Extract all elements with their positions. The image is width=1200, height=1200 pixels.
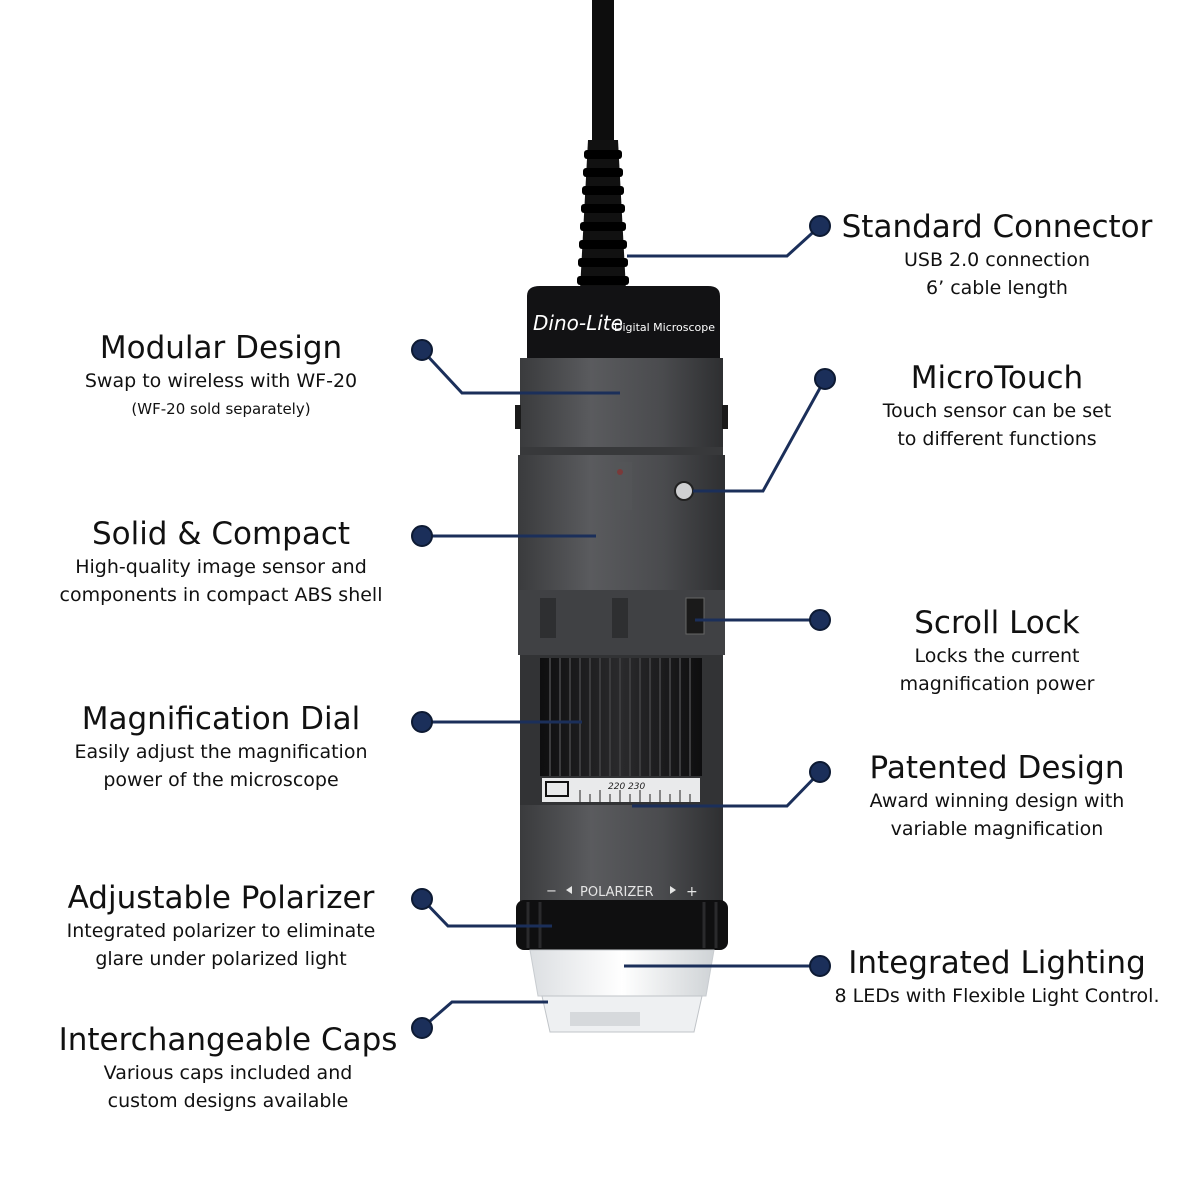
- feature-standard-connector: Standard Connector USB 2.0 connection 6’…: [787, 208, 1200, 302]
- feature-desc: power of the microscope: [103, 769, 339, 791]
- feature-title: Solid & Compact: [91, 516, 351, 552]
- feature-desc: Integrated polarizer to eliminate: [66, 920, 376, 942]
- feature-title: MicroTouch: [910, 360, 1084, 396]
- feature-interchangeable-caps: Interchangeable Caps Various caps includ…: [18, 1021, 438, 1115]
- feature-desc: magnification power: [899, 673, 1095, 695]
- feature-title: Patented Design: [869, 750, 1125, 786]
- feature-desc: 6’ cable length: [926, 277, 1068, 299]
- leader-line-microtouch: [693, 378, 827, 493]
- feature-patented-design: Patented Design Award winning design wit…: [787, 749, 1200, 843]
- feature-desc: Award winning design with: [869, 790, 1125, 812]
- feature-solid-compact: Solid & Compact High-quality image senso…: [11, 515, 431, 609]
- magnification-dial[interactable]: 220 230: [520, 655, 723, 818]
- clear-cap[interactable]: [529, 949, 715, 1033]
- leader-line-modular: [420, 348, 620, 395]
- polarizer-plus: +: [686, 884, 698, 900]
- feature-magnification-dial: Magnification Dial Easily adjust the mag…: [11, 700, 431, 794]
- marker-dot: [809, 609, 831, 631]
- lower-body: [520, 805, 723, 905]
- feature-desc: glare under polarized light: [95, 948, 347, 970]
- leader-line-polarizer: [420, 897, 552, 928]
- feature-desc: Swap to wireless with WF-20: [84, 370, 358, 392]
- marker-dot: [411, 888, 433, 910]
- leader-line-patented: [632, 770, 822, 808]
- feature-desc: High-quality image sensor and: [75, 556, 367, 578]
- scroll-lock-switch[interactable]: [685, 597, 705, 635]
- feature-desc: USB 2.0 connection: [904, 249, 1090, 271]
- feature-desc: Touch sensor can be set: [882, 400, 1112, 422]
- polarizer-label: POLARIZER: [580, 885, 654, 900]
- leader-line-caps: [421, 1000, 548, 1030]
- feature-desc: custom designs available: [107, 1090, 349, 1112]
- feature-integrated-lighting: Integrated Lighting 8 LEDs with Flexible…: [787, 944, 1200, 1010]
- feature-adjustable-polarizer: Adjustable Polarizer Integrated polarize…: [11, 879, 431, 973]
- leader-line-connector: [627, 224, 822, 258]
- usb-cable: [577, 0, 629, 290]
- feature-title: Scroll Lock: [914, 605, 1080, 641]
- top-band: Dino-Lite Digital Microscope: [527, 286, 720, 358]
- feature-desc: to different functions: [897, 428, 1097, 450]
- brand-logo: Dino-Lite: [533, 311, 623, 335]
- feature-title: Modular Design: [99, 330, 343, 366]
- marker-dot: [411, 525, 433, 547]
- feature-desc: Locks the current: [914, 645, 1080, 667]
- marker-dot: [814, 368, 836, 390]
- feature-modular-design: Modular Design Swap to wireless with WF-…: [11, 329, 431, 423]
- dial-scale-numbers: 220 230: [608, 782, 645, 792]
- marker-dot: [809, 761, 831, 783]
- feature-title: Integrated Lighting: [848, 945, 1146, 981]
- marker-dot: [411, 339, 433, 361]
- feature-microtouch: MicroTouch Touch sensor can be set to di…: [787, 359, 1200, 453]
- feature-title: Interchangeable Caps: [58, 1022, 398, 1058]
- model-text: Digital Microscope: [614, 321, 715, 334]
- feature-title: Adjustable Polarizer: [67, 880, 375, 916]
- marker-dot: [411, 1017, 433, 1039]
- feature-desc: components in compact ABS shell: [59, 584, 383, 606]
- feature-desc: 8 LEDs with Flexible Light Control.: [834, 985, 1160, 1007]
- feature-desc: variable magnification: [890, 818, 1104, 840]
- marker-dot: [809, 955, 831, 977]
- marker-dot: [411, 711, 433, 733]
- feature-desc: Easily adjust the magnification: [74, 741, 368, 763]
- upper-body: [520, 358, 723, 453]
- feature-scroll-lock: Scroll Lock Locks the current magnificat…: [787, 604, 1200, 698]
- feature-desc: Various caps included and: [103, 1062, 353, 1084]
- feature-title: Standard Connector: [841, 209, 1153, 245]
- polarizer-minus: −: [546, 884, 557, 899]
- feature-title: Magnification Dial: [81, 701, 361, 737]
- feature-desc: (WF-20 sold separately): [131, 400, 311, 418]
- marker-dot: [809, 215, 831, 237]
